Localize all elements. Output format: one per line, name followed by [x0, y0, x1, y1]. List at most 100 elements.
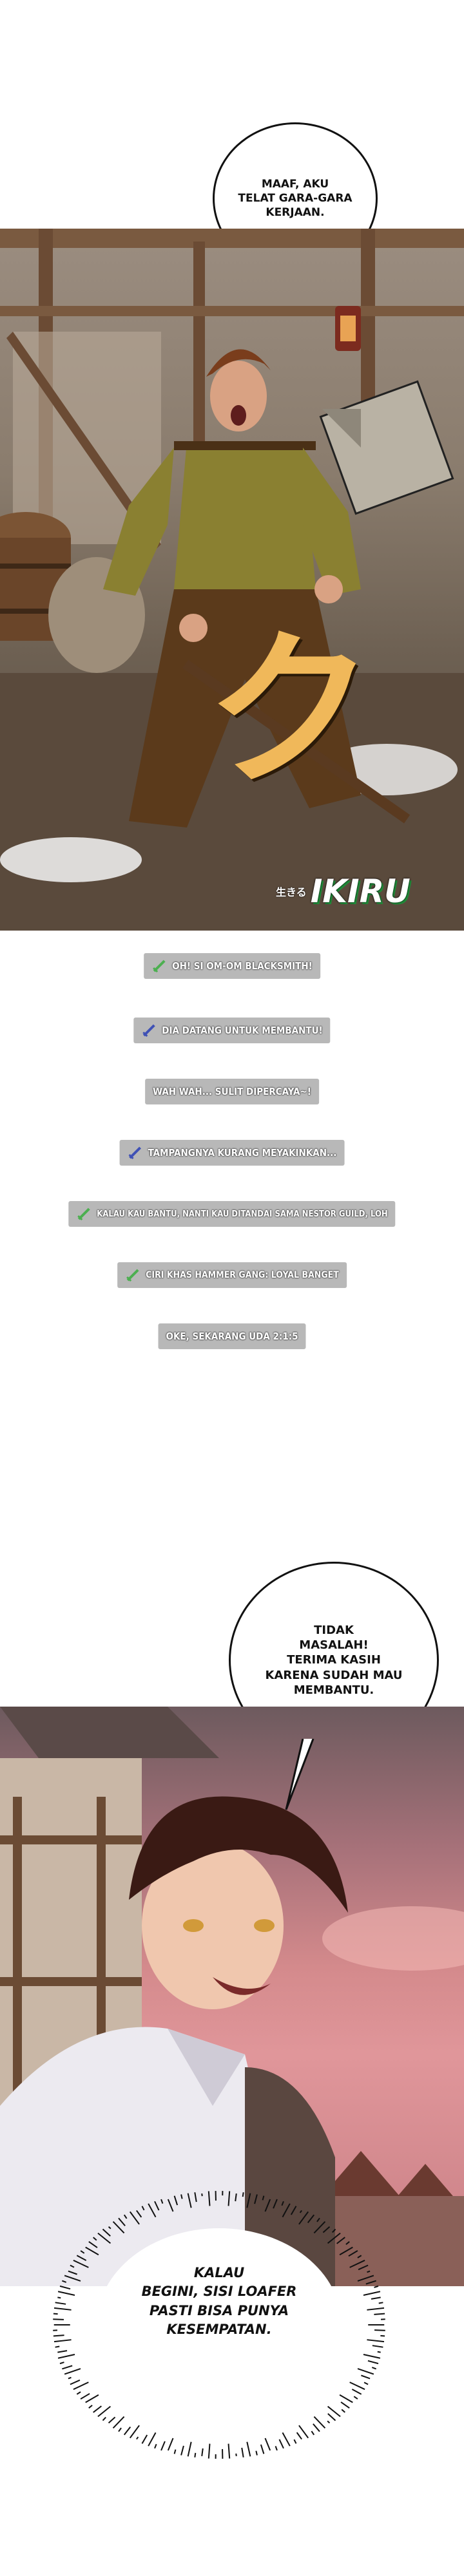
burst-ray [59, 2285, 71, 2290]
burst-ray [275, 2446, 278, 2451]
burst-ray [64, 2275, 81, 2282]
burst-ray [208, 2191, 211, 2206]
comic-panel-young-man [0, 1707, 464, 2286]
burst-ray [97, 2232, 111, 2244]
burst-ray [167, 2199, 174, 2212]
burst-ray [273, 2199, 278, 2209]
burst-ray [340, 2401, 350, 2409]
burst-ray [129, 2211, 140, 2225]
burst-ray [123, 2214, 128, 2219]
burst-ray [377, 2351, 381, 2353]
burst-ray [357, 2255, 362, 2259]
burst-ray [80, 2250, 85, 2254]
chat-message: TAMPANGNYA KURANG MEYAKINKAN... [119, 1140, 345, 1166]
burst-ray [53, 2339, 72, 2343]
burst-ray [57, 2291, 75, 2296]
burst-ray [118, 2217, 126, 2226]
burst-ray [123, 2426, 131, 2436]
speech-text-middle: TIDAK MASALAH! TERIMA KASIH KARENA SUDAH… [265, 1623, 403, 1698]
chat-message: CIRI KHAS HAMMER GANG: LOYAL BANGET [117, 1262, 347, 1288]
burst-ray [235, 2193, 237, 2202]
burst-ray [62, 2280, 67, 2283]
watermark: 生きる IKIRU [276, 873, 411, 910]
burst-ray [73, 2382, 89, 2391]
burst-ray [281, 2201, 284, 2206]
comic-panel-blacksmith: ク 生きる IKIRU [0, 229, 464, 931]
burst-ray [227, 2191, 231, 2206]
burst-ray [68, 2376, 72, 2380]
sound-effect: ク [206, 614, 374, 809]
young-man-scene [0, 1707, 464, 2286]
burst-ray [173, 2195, 179, 2206]
burst-ray [76, 2391, 81, 2395]
burst-ray [136, 2436, 139, 2440]
chat-text: KALAU KAU BANTU, NANTI KAU DITANDAI SAMA… [97, 1209, 388, 1219]
burst-ray [80, 2392, 90, 2400]
burst-ray [173, 2449, 177, 2454]
burst-ray [311, 2430, 315, 2436]
burst-ray [327, 2420, 331, 2424]
burst-ray [296, 2432, 302, 2440]
burst-ray [345, 2241, 350, 2245]
burst-ray [93, 2237, 97, 2241]
burst-ray [278, 2439, 284, 2449]
burst-ray [187, 2441, 192, 2457]
burst-ray [208, 2443, 211, 2459]
burst-ray [88, 2240, 98, 2248]
burst-ray [299, 2210, 302, 2213]
burst-ray [374, 2313, 385, 2315]
burst-ray [167, 2438, 174, 2451]
burst-ray [76, 2255, 87, 2261]
speech-tail-middle [285, 1739, 314, 1810]
burst-ray [282, 2432, 291, 2447]
burst-ray [264, 2199, 271, 2212]
burst-ray [160, 2199, 164, 2204]
burst-ray [255, 2450, 258, 2456]
burst-ray [246, 2441, 251, 2457]
burst-ray [118, 2427, 122, 2432]
burst-ray [241, 2447, 244, 2458]
burst-ray [62, 2365, 73, 2370]
burst-ray [353, 2396, 358, 2400]
watermark-logo: IKIRU [310, 873, 411, 910]
chat-message: OKE, SEKARANG UDA 2:1:5 [158, 1323, 306, 1349]
burst-ray [371, 2297, 381, 2300]
burst-ray [339, 2394, 353, 2403]
burst-ray [53, 2313, 58, 2315]
burst-ray [316, 2217, 320, 2222]
burst-text: KALAU BEGINI, SISI LOAFER PASTI BISA PUN… [141, 2265, 297, 2338]
burst-ray [367, 2270, 371, 2273]
burst-ray [201, 2448, 204, 2457]
burst-ray [97, 2405, 111, 2418]
burst-ray [361, 2374, 371, 2380]
burst-ray [148, 2432, 157, 2447]
burst-ray [264, 2438, 271, 2451]
burst-ray [367, 2360, 379, 2365]
burst-ray [108, 2416, 116, 2424]
burst-ray [357, 2368, 374, 2375]
burst-ray [59, 2362, 64, 2365]
burst-ray [194, 2192, 197, 2202]
burst-ray [298, 2211, 309, 2225]
burst-ray [358, 2264, 369, 2271]
burst-ray [367, 2307, 385, 2311]
burst-ray [363, 2291, 381, 2296]
burst-ray [53, 2334, 64, 2337]
burst-ray [154, 2443, 157, 2449]
burst-ray [313, 2423, 320, 2432]
burst-bubble [53, 2191, 385, 2459]
burst-ray [227, 2443, 231, 2459]
burst-ray [339, 2246, 353, 2256]
chat-text: TAMPANGNYA KURANG MEYAKINKAN... [148, 1147, 337, 1159]
burst-ray [327, 2405, 341, 2418]
burst-ray [372, 2345, 383, 2348]
watermark-small: 生きる [276, 886, 307, 898]
burst-ray [260, 2444, 265, 2454]
burst-ray [93, 2405, 102, 2413]
burst-ray [55, 2302, 66, 2305]
burst-ray [313, 2416, 326, 2429]
burst-ray [85, 2394, 99, 2403]
burst-ray [293, 2439, 297, 2444]
burst-ray [85, 2246, 99, 2256]
burst-ray [313, 2221, 326, 2234]
